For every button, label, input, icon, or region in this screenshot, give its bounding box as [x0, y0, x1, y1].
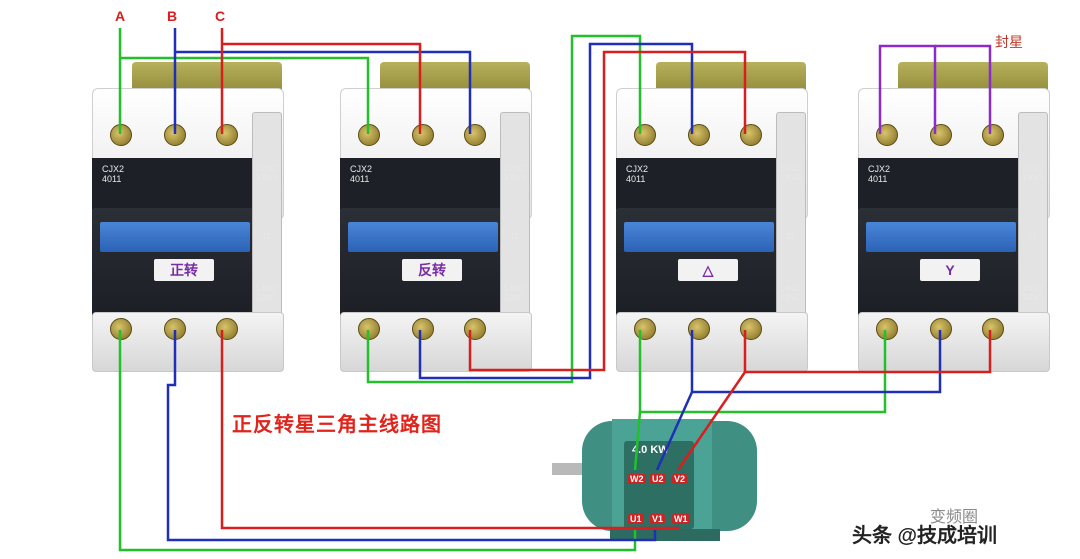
contactor-label: △ — [678, 259, 738, 281]
wire-delta-b — [418, 42, 694, 380]
terminal-t1 — [876, 318, 898, 340]
aux-side-text: 11 — [510, 232, 519, 241]
terminal-t2 — [688, 318, 710, 340]
wire-star-short — [878, 44, 937, 134]
terminal-l3 — [982, 124, 1004, 146]
contactor-label: 正转 — [154, 259, 214, 281]
terminal-l2 — [688, 124, 710, 146]
terminal-l2 — [412, 124, 434, 146]
body-band — [92, 158, 277, 210]
diagram-title: 正反转星三角主线路图 — [232, 414, 442, 436]
body-band — [616, 158, 801, 210]
terminal-t2 — [412, 318, 434, 340]
wire-motor-v2 — [676, 371, 747, 471]
wire-delta-c — [468, 50, 747, 372]
model-text: CJX2 4011 — [626, 164, 649, 184]
motor-base — [610, 529, 720, 541]
wire-phase-a-out — [118, 330, 637, 552]
model-text: CJX2 4011 — [102, 164, 125, 184]
terminal-u1: U1 — [628, 514, 644, 524]
wire-phase-b-crossover — [175, 50, 472, 134]
aux-bottom-text: 14NO 22NC — [1022, 284, 1043, 302]
body-band — [340, 158, 525, 210]
wire-motor-u2 — [655, 391, 694, 471]
aux-top-text: 21NC 13NO — [780, 164, 801, 182]
wire-motor-w2 — [633, 411, 642, 471]
model-text: CJX2 4011 — [868, 164, 891, 184]
terminal-v2: V2 — [672, 474, 688, 484]
phase-a-label: A — [115, 8, 126, 24]
contactor-star: CJX2 4011 21NC 13NO 11 14NO 22NC Y — [858, 62, 1054, 372]
terminal-t3 — [982, 318, 1004, 340]
terminal-w2: W2 — [628, 474, 646, 484]
contactor-reverse: CJX2 4011 21NC 13NO 11 14NO 22NC 反转 — [340, 62, 536, 372]
phase-b-label: B — [167, 8, 178, 24]
aux-top-text: 21NC 13NO — [504, 164, 525, 182]
wire-phase-c-out — [220, 330, 680, 530]
wire-star-short-2 — [935, 44, 992, 134]
watermark-author: 头条 @技成培训 — [852, 525, 998, 547]
aux-bottom-text: 14NO 22NC — [504, 284, 525, 302]
armature-indicator — [866, 222, 1016, 252]
terminal-u2: U2 — [650, 474, 666, 484]
watermark-source: 变频圈 — [930, 509, 979, 526]
aux-side-text: 11 — [1028, 232, 1037, 241]
wire-phase-c-crossover — [222, 42, 422, 134]
aux-side-text: 11 — [262, 232, 271, 241]
terminal-w1: W1 — [672, 514, 690, 524]
contactor-label: Y — [920, 259, 980, 281]
contactor-forward: CJX2 4011 21NC 13NO 11 14NO 22NC 正转 — [92, 62, 288, 372]
armature-indicator — [348, 222, 498, 252]
aux-top-text: 21NC 13NO — [256, 164, 277, 182]
wire-phase-a-crossover — [120, 56, 370, 134]
wire-delta-a — [366, 34, 642, 384]
terminal-v1: V1 — [650, 514, 666, 524]
terminal-l1 — [876, 124, 898, 146]
model-text: CJX2 4011 — [350, 164, 373, 184]
body-band — [858, 158, 1043, 210]
aux-bottom-text: 14NO 22NC — [780, 284, 801, 302]
contactor-delta: CJX2 4011 21NC 13NO 11 14NO 22NC △ — [616, 62, 812, 372]
contactor-label: 反转 — [402, 259, 462, 281]
armature-indicator — [100, 222, 250, 252]
armature-indicator — [624, 222, 774, 252]
aux-side-text: 11 — [786, 232, 795, 241]
aux-bottom-text: 14NO 22NC — [256, 284, 277, 302]
terminal-box — [624, 441, 694, 529]
phase-c-label: C — [215, 8, 226, 24]
wire-phase-b-out — [166, 330, 657, 542]
seal-star-label: 封星 — [995, 34, 1023, 50]
wire-star-c — [743, 330, 992, 374]
aux-top-text: 21NC 13NO — [1022, 164, 1043, 182]
motor-power: 4.0 KW — [632, 444, 669, 456]
wire-star-b — [690, 330, 942, 394]
